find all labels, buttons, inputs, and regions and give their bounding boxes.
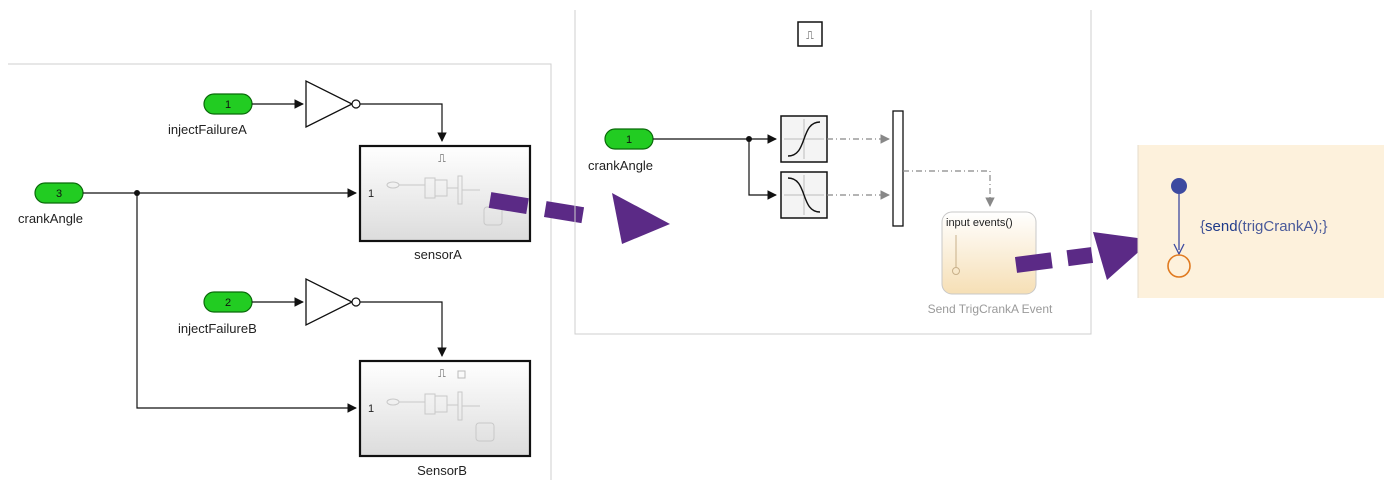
inport-inject-failure-b[interactable]: 2 (203, 291, 253, 313)
svg-text:⎍: ⎍ (806, 30, 814, 42)
rising-edge-icon[interactable] (780, 115, 828, 163)
inport-number: 1 (626, 134, 632, 146)
inport-crank-angle[interactable]: 3 (34, 182, 84, 204)
inport-inject-failure-a[interactable]: 1 (203, 93, 253, 115)
trigger-subsystem-panel: ⎍ 1 crankAngle input e (574, 10, 1092, 335)
subsystem-port-label: 1 (368, 188, 374, 200)
subsystem-sensor-b[interactable]: ⎍ 1 SensorB (358, 359, 532, 478)
inport-label: crankAngle (588, 158, 653, 173)
inport-number: 1 (225, 99, 231, 111)
mux-block[interactable] (892, 110, 904, 227)
inport-number: 2 (225, 297, 231, 309)
subsystem-sensor-a[interactable]: ⎍ 1 sensorA (358, 144, 532, 262)
trigger-icon: ⎍ (438, 368, 446, 380)
inport-label: injectFailureB (178, 321, 257, 336)
left-model-panel: 1 injectFailureA 3 crankAngle ⎍ 1 (8, 63, 552, 480)
junction-circle[interactable] (1167, 254, 1191, 278)
subsystem-preview (386, 391, 495, 442)
subsystem-name: SensorB (417, 463, 467, 478)
subsystem-name: sensorA (414, 247, 462, 262)
inport-number: 3 (56, 188, 62, 200)
trigger-icon[interactable]: ⎍ (797, 21, 823, 47)
inport-label: crankAngle (18, 211, 83, 226)
trigger-icon: ⎍ (438, 153, 446, 165)
falling-edge-icon[interactable] (780, 171, 828, 219)
transition-action: {send(trigCrankA);} (1200, 218, 1328, 235)
chart-name: Send TrigCrankA Event (928, 302, 1053, 316)
stateflow-chart-send-trig[interactable]: input events() (941, 211, 1037, 295)
stateflow-detail-panel: {send(trigCrankA);} (1137, 145, 1384, 298)
zoom-arrow-2 (1014, 232, 1152, 280)
default-transition-dot[interactable] (1171, 178, 1187, 194)
subsystem-port-label: 1 (368, 403, 374, 415)
zoom-arrow-1 (488, 192, 670, 244)
inport-crank-angle-inner[interactable]: 1 (604, 128, 654, 150)
not-gate-icon[interactable] (305, 277, 361, 327)
inport-label: injectFailureA (168, 122, 247, 137)
chart-header: input events() (946, 217, 1013, 229)
subsystem-preview (386, 175, 503, 226)
not-gate-icon[interactable] (305, 79, 361, 129)
